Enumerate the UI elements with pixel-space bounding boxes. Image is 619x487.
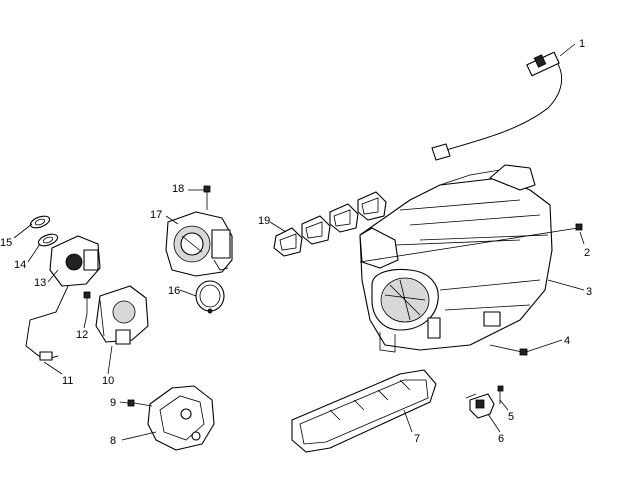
callout-9: 9: [110, 397, 116, 409]
callout-labels: 1 2 3 4 5 6 7 8 9 10 11 12 13 14 15 16 1…: [0, 38, 592, 447]
callout-8: 8: [110, 435, 116, 447]
part-19-gasket: [273, 191, 387, 257]
part-16-gasket: [195, 280, 225, 314]
part-10-valve: [95, 285, 149, 345]
part-7-cover: [291, 369, 437, 453]
part-9-bolt: [127, 399, 153, 407]
callout-2: 2: [584, 247, 590, 259]
part-2-bolt: [359, 223, 583, 263]
callout-19: 19: [258, 215, 270, 227]
callout-7: 7: [414, 433, 420, 445]
part-18-bolt: [203, 185, 211, 210]
part-11-pipe: [25, 285, 69, 361]
part-12-bolt: [83, 291, 91, 314]
part-13-egr-valve: [49, 235, 101, 287]
part-1-hose-assembly: [431, 51, 562, 161]
callout-1: 1: [579, 38, 585, 50]
callout-11: 11: [62, 375, 73, 387]
part-15-gasket: [29, 215, 51, 229]
callout-16: 16: [168, 285, 180, 297]
callout-10: 10: [102, 375, 114, 387]
callout-4: 4: [564, 335, 570, 347]
callout-15: 15: [0, 237, 12, 249]
callout-17: 17: [150, 209, 162, 221]
callout-14: 14: [14, 259, 26, 271]
part-17-throttle-body: [165, 211, 233, 277]
callout-3: 3: [586, 286, 592, 298]
callout-13: 13: [34, 277, 46, 289]
part-14-gasket: [37, 233, 59, 247]
callout-5: 5: [508, 411, 514, 423]
part-4-bolt: [489, 344, 528, 356]
callout-6: 6: [498, 433, 504, 445]
part-8-bracket: [147, 385, 215, 451]
callout-12: 12: [76, 329, 88, 341]
part-5-bolt: [497, 385, 504, 404]
part-6-sensor: [465, 393, 495, 419]
part-3-intake-manifold: [359, 164, 553, 353]
leader-lines: [13, 43, 585, 441]
callout-18: 18: [172, 183, 184, 195]
